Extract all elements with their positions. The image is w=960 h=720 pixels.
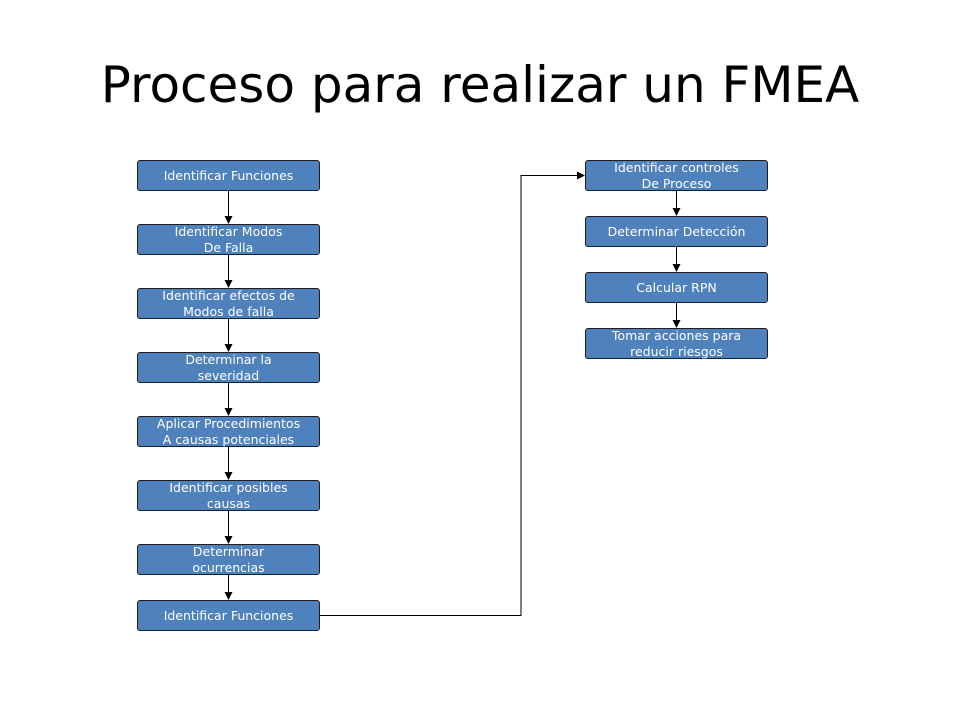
step-label: Identificar posibles causas bbox=[169, 479, 288, 511]
step-label: Identificar Modos De Falla bbox=[174, 223, 283, 255]
step-label: Determinar Detección bbox=[607, 223, 746, 239]
step-box-left-1: Identificar Funciones bbox=[137, 160, 320, 191]
step-box-left-7: Determinar ocurrencias bbox=[137, 544, 320, 575]
step-label: Determinar la severidad bbox=[185, 351, 272, 383]
step-box-left-3: Identificar efectos de Modos de falla bbox=[137, 288, 320, 319]
page-title: Proceso para realizar un FMEA bbox=[100, 56, 860, 114]
step-box-right-1: Identificar controles De Proceso bbox=[585, 160, 768, 191]
step-label: Identificar Funciones bbox=[163, 607, 294, 623]
step-box-left-6: Identificar posibles causas bbox=[137, 480, 320, 511]
step-label: Determinar ocurrencias bbox=[192, 543, 265, 575]
step-box-left-8: Identificar Funciones bbox=[137, 600, 320, 631]
step-label: Identificar Funciones bbox=[163, 167, 294, 183]
step-box-left-4: Determinar la severidad bbox=[137, 352, 320, 383]
step-label: Tomar acciones para reducir riesgos bbox=[611, 327, 742, 359]
step-box-right-3: Calcular RPN bbox=[585, 272, 768, 303]
step-box-right-4: Tomar acciones para reducir riesgos bbox=[585, 328, 768, 359]
step-box-right-2: Determinar Detección bbox=[585, 216, 768, 247]
step-label: Identificar controles De Proceso bbox=[614, 159, 739, 191]
step-label: Aplicar Procedimientos A causas potencia… bbox=[156, 415, 301, 447]
column-link-arrow bbox=[320, 171, 585, 616]
step-box-left-2: Identificar Modos De Falla bbox=[137, 224, 320, 255]
step-label: Identificar efectos de Modos de falla bbox=[162, 287, 295, 319]
step-box-left-5: Aplicar Procedimientos A causas potencia… bbox=[137, 416, 320, 447]
step-label: Calcular RPN bbox=[636, 279, 717, 295]
